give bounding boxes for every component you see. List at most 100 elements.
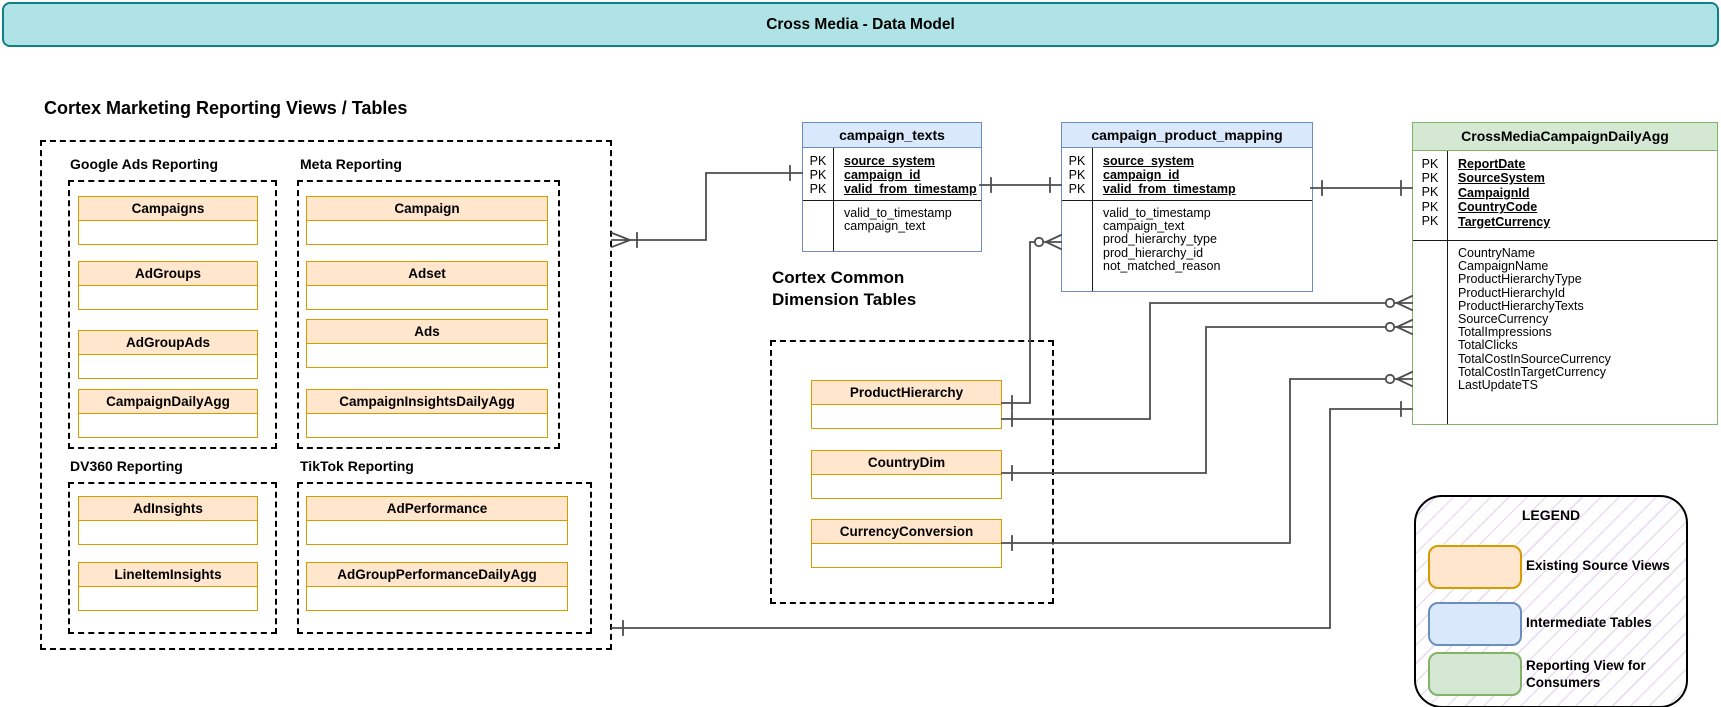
entity-adperformance: AdPerformance <box>306 496 568 545</box>
pk-label: PK <box>1068 182 1086 197</box>
field-name: campaign_text <box>1103 219 1185 234</box>
pk-column <box>1062 201 1092 291</box>
group-box-tiktok <box>297 482 592 634</box>
field-name: not_matched_reason <box>1103 258 1221 273</box>
group-label-google-ads: Google Ads Reporting <box>70 156 219 172</box>
group-label-tiktok: TikTok Reporting <box>300 458 414 474</box>
dimensions-title-line1: Cortex Common <box>772 268 905 287</box>
fields: valid_to_timestamp campaign_text prod_hi… <box>1092 201 1312 291</box>
entity-adgroupads: AdGroupAds <box>78 330 258 379</box>
entity-title: AdGroups <box>79 262 257 286</box>
entity-body <box>812 475 1001 498</box>
connector-producthierarchy-to-crossmedia <box>1001 294 1414 427</box>
pk-label: PK <box>809 168 827 183</box>
field-name: TargetCurrency <box>1458 214 1551 229</box>
entity-adinsights: AdInsights <box>78 496 258 545</box>
field-name: CountryCode <box>1458 200 1538 215</box>
fields: valid_to_timestamp campaign_text <box>833 201 981 251</box>
title-banner: Cross Media - Data Model <box>2 2 1719 47</box>
field-name: source_system <box>844 154 936 168</box>
entity-campaigndailyagg: CampaignDailyAgg <box>78 389 258 438</box>
group-label-dv360: DV360 Reporting <box>70 458 183 474</box>
entity-adgroups: AdGroups <box>78 261 258 310</box>
marketing-section-box <box>40 140 612 650</box>
legend-swatch-existing-source-views <box>1428 545 1522 589</box>
entity-body <box>307 521 567 544</box>
entity-countrydim: CountryDim <box>811 450 1002 499</box>
table-campaign-product-mapping: campaign_product_mapping PK PK PK source… <box>1061 122 1313 292</box>
group-box-google-ads <box>68 180 277 449</box>
field-name: valid_from_timestamp <box>1103 182 1236 197</box>
pk-label: PK <box>1421 213 1439 228</box>
entity-title: AdPerformance <box>307 497 567 521</box>
fields: CountryName CampaignName ProductHierarch… <box>1447 241 1717 424</box>
entity-producthierarchy: ProductHierarchy <box>811 380 1002 429</box>
field-name: campaign_id <box>1103 168 1180 183</box>
table-campaign-texts: campaign_texts PK PK PK source_system ca… <box>802 122 982 252</box>
entity-currencyconversion: CurrencyConversion <box>811 519 1002 568</box>
entity-lineiteminsights: LineItemInsights <box>78 562 258 611</box>
legend-swatch-reporting-view <box>1428 652 1522 696</box>
table-title: campaign_product_mapping <box>1062 123 1312 148</box>
pk-fields: source_system campaign_id valid_from_tim… <box>833 148 981 200</box>
entity-body <box>79 221 257 244</box>
pk-label: PK <box>1068 154 1086 168</box>
dimensions-section-title: Cortex Common Dimension Tables <box>772 267 916 311</box>
fields-section: CountryName CampaignName ProductHierarch… <box>1413 241 1717 424</box>
entity-title: CountryDim <box>812 451 1001 475</box>
page-title: Cross Media - Data Model <box>766 15 955 33</box>
fields-section: valid_to_timestamp campaign_text <box>803 201 981 251</box>
entity-title: Campaigns <box>79 197 257 221</box>
entity-title: ProductHierarchy <box>812 381 1001 405</box>
connector-countrydim-to-crossmedia <box>1001 318 1414 481</box>
entity-body <box>79 355 257 378</box>
legend-label: Reporting View for Consumers <box>1526 658 1646 690</box>
field-name: LastUpdateTS <box>1458 378 1538 393</box>
entity-body <box>307 414 547 437</box>
entity-ads: Ads <box>306 319 548 368</box>
field-name: valid_to_timestamp <box>1103 206 1211 220</box>
connector-campaign-texts-to-mapping <box>979 177 1062 193</box>
entity-title: Ads <box>307 320 547 344</box>
entity-title: CampaignInsightsDailyAgg <box>307 390 547 414</box>
table-crossmediacampaigndailyagg: CrossMediaCampaignDailyAgg PK PK PK PK P… <box>1412 122 1718 425</box>
field-name: SourceCurrency <box>1458 312 1549 327</box>
group-box-dv360 <box>68 482 277 634</box>
entity-body <box>307 344 547 367</box>
entity-title: AdGroupPerformanceDailyAgg <box>307 563 567 587</box>
legend-box: LEGEND Existing Source Views Intermediat… <box>1414 495 1688 707</box>
entity-body <box>812 544 1001 567</box>
field-name: campaign_text <box>844 219 926 234</box>
pk-fields: ReportDate SourceSystem CampaignId Count… <box>1447 151 1717 240</box>
entity-body <box>79 286 257 309</box>
pk-label: PK <box>1421 185 1439 200</box>
field-name: CampaignName <box>1458 259 1549 274</box>
connector-views-to-campaign-texts <box>610 165 803 249</box>
field-name: TotalCostInTargetCurrency <box>1458 364 1606 379</box>
field-name: valid_from_timestamp <box>844 182 977 197</box>
legend-title: LEGEND <box>1521 507 1581 523</box>
fields-section: valid_to_timestamp campaign_text prod_hi… <box>1062 201 1312 291</box>
field-name: ProductHierarchyTexts <box>1458 298 1584 313</box>
pk-label: PK <box>1068 168 1086 183</box>
field-name: ProductHierarchyType <box>1458 272 1582 287</box>
entity-title: CampaignDailyAgg <box>79 390 257 414</box>
pk-label: PK <box>809 182 827 197</box>
marketing-section-title: Cortex Marketing Reporting Views / Table… <box>44 98 408 118</box>
entity-title: CurrencyConversion <box>812 520 1001 544</box>
legend-label: Existing Source Views <box>1526 558 1670 573</box>
field-name: valid_to_timestamp <box>844 206 952 220</box>
field-name: ProductHierarchyId <box>1458 285 1565 300</box>
field-name: source_system <box>1103 154 1195 168</box>
entity-adset: Adset <box>306 261 548 310</box>
legend-label: Intermediate Tables <box>1526 615 1652 630</box>
pk-column <box>1413 241 1447 424</box>
field-name: CampaignId <box>1458 185 1530 200</box>
pk-column: PK PK PK <box>803 148 833 200</box>
entity-campaigns: Campaigns <box>78 196 258 245</box>
field-name: SourceSystem <box>1458 171 1545 186</box>
entity-title: Campaign <box>307 197 547 221</box>
entity-title: AdGroupAds <box>79 331 257 355</box>
connector-mapping-to-crossmedia <box>1310 180 1413 196</box>
